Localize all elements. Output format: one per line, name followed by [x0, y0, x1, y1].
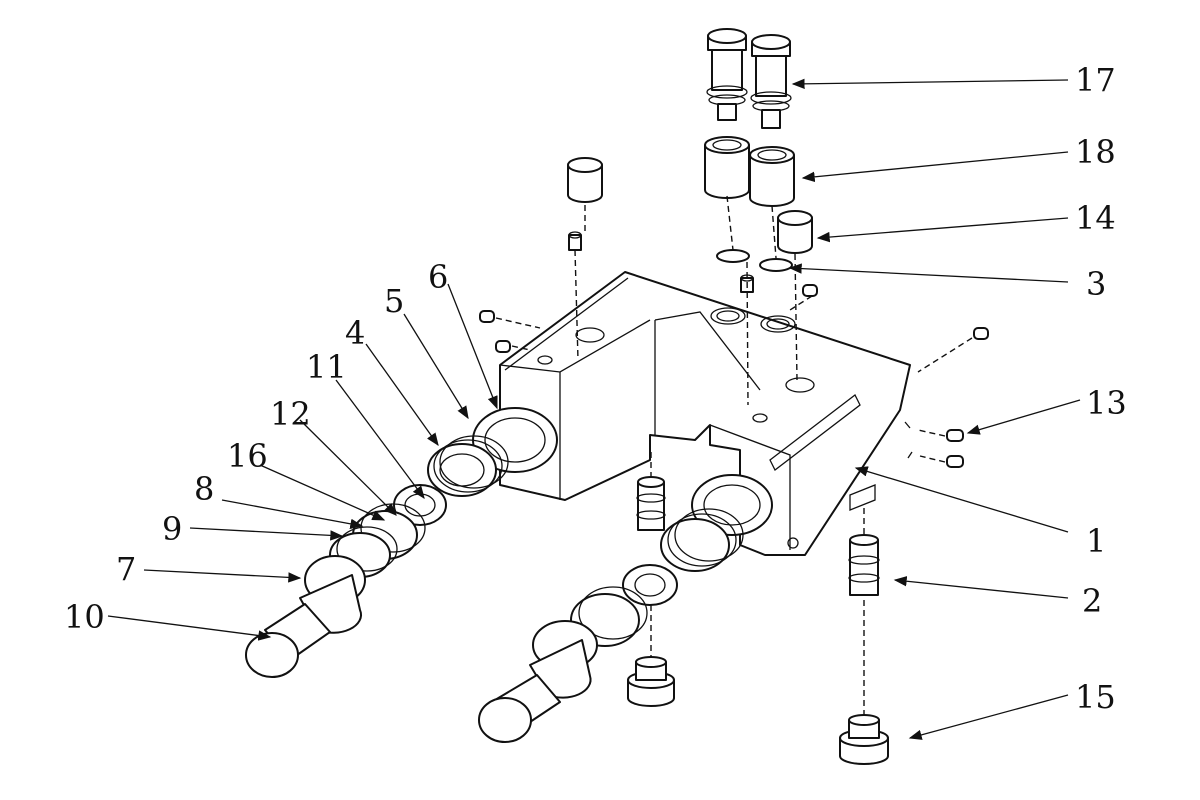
- assembly-axes: [495, 195, 973, 715]
- callout-9: 9: [162, 510, 182, 548]
- spring-4: [427, 443, 497, 497]
- sleeve-left: [704, 136, 750, 199]
- fitting-left: [706, 28, 748, 121]
- callout-12: 12: [270, 395, 311, 433]
- o-ring-right: [759, 258, 793, 272]
- bottom-plug-right: [839, 714, 889, 765]
- callout-18: 18: [1075, 133, 1116, 171]
- check-valve-right: [848, 534, 880, 596]
- callout-2: 2: [1082, 582, 1102, 620]
- leader-lines: [107, 78, 1081, 740]
- plug-right: [973, 327, 989, 340]
- bottom-plug-left: [627, 656, 675, 707]
- valve-body: [499, 271, 913, 556]
- callout-11: 11: [306, 348, 347, 386]
- callout-13: 13: [1086, 384, 1127, 422]
- cap-right: [777, 210, 813, 254]
- callout-7: 7: [116, 550, 136, 588]
- check-valve-left: [636, 476, 666, 531]
- callout-4: 4: [345, 314, 365, 352]
- knob-10: [245, 632, 299, 678]
- callout-16: 16: [227, 437, 268, 475]
- callout-8: 8: [194, 470, 214, 508]
- spool-assembly-right: [478, 474, 773, 743]
- plug-left-2: [495, 340, 511, 353]
- callout-5: 5: [384, 282, 404, 320]
- callout-15: 15: [1075, 678, 1116, 716]
- cap-left: [567, 157, 603, 203]
- callout-6: 6: [428, 258, 448, 296]
- sleeve-right: [749, 146, 795, 207]
- o-ring-left: [716, 249, 750, 263]
- set-screw-top-left: [568, 231, 582, 251]
- plug-left-1: [479, 310, 495, 323]
- plug-top: [802, 284, 818, 297]
- callout-14: 14: [1075, 199, 1116, 237]
- callout-17: 17: [1075, 61, 1116, 99]
- callout-labels: 17 18 14 3 13 1 2 15 6 5 4 11 12 16 8 9 …: [64, 61, 1127, 716]
- spool-assembly-left: [245, 407, 558, 678]
- callout-3: 3: [1086, 265, 1106, 303]
- fitting-right: [750, 34, 792, 129]
- callout-1: 1: [1086, 522, 1106, 560]
- plug-side-1: [946, 429, 964, 442]
- plug-side-2: [946, 455, 964, 468]
- callout-10: 10: [64, 598, 105, 636]
